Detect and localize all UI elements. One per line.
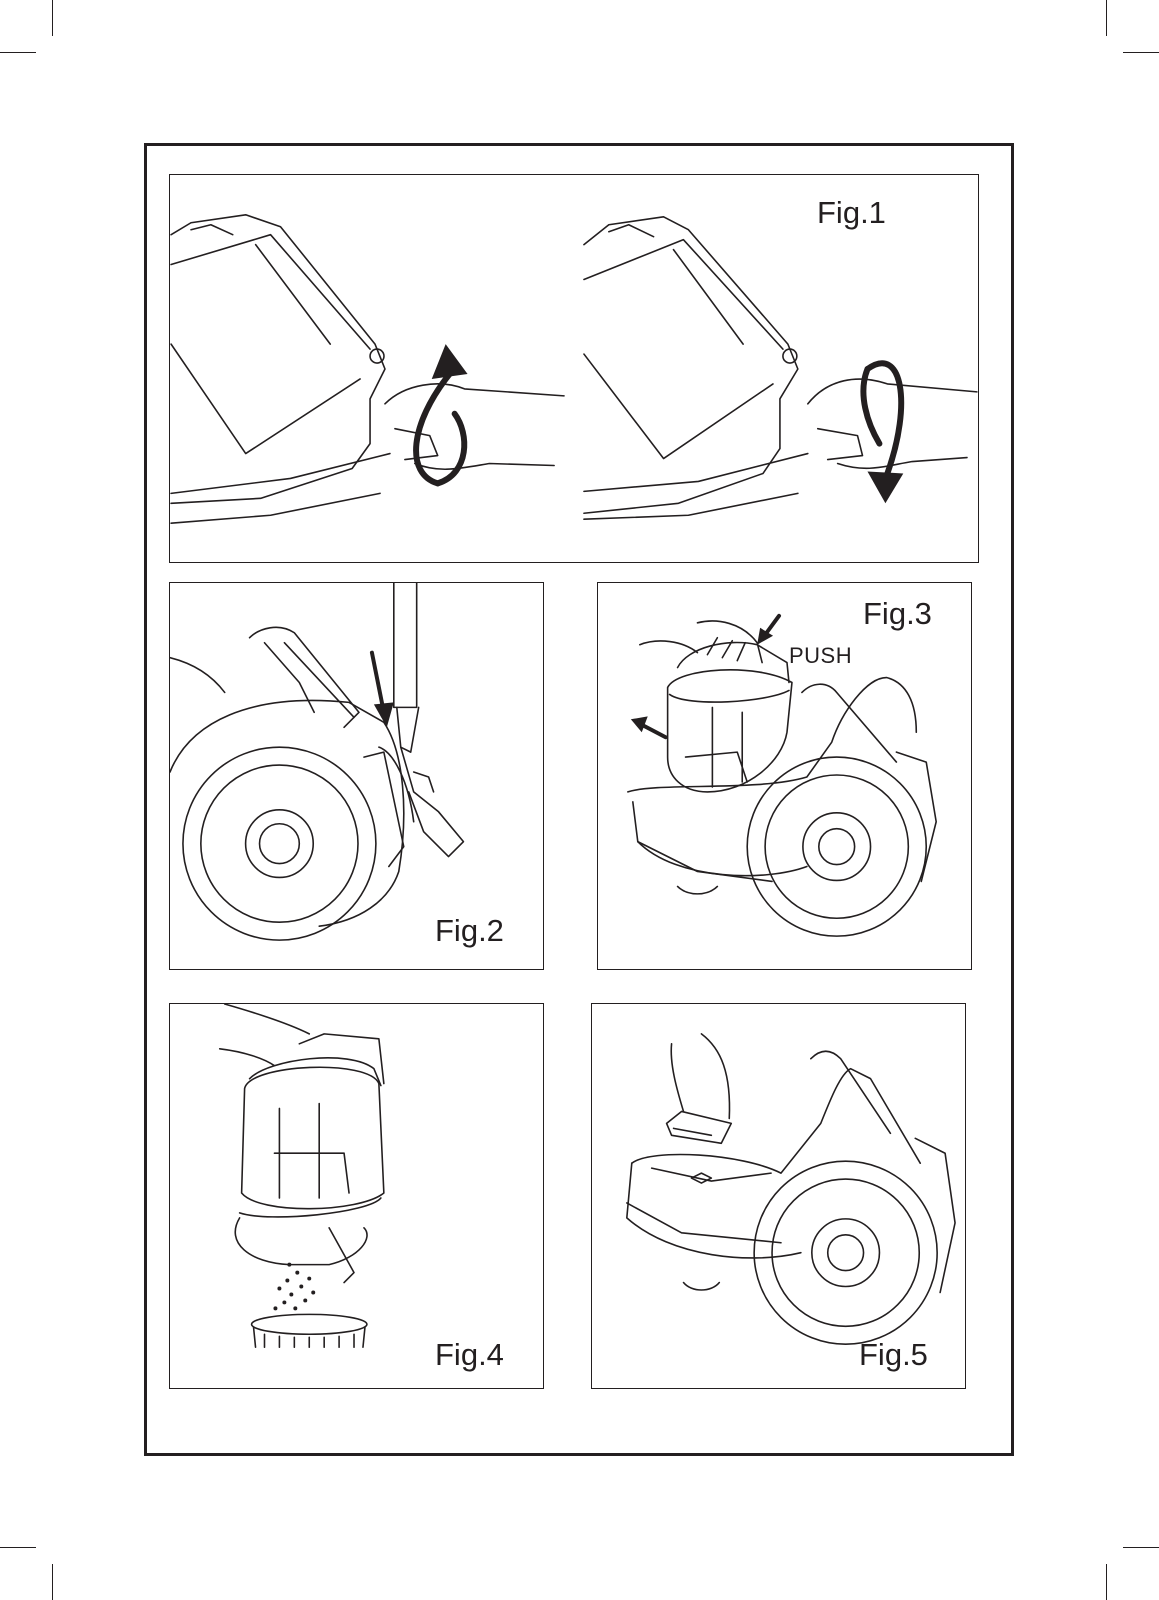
crop-mark xyxy=(1106,0,1107,36)
crop-mark xyxy=(0,1547,36,1548)
figure-5-illustration xyxy=(592,1004,965,1388)
push-callout: PUSH xyxy=(789,645,852,667)
figure-4-panel: Fig.4 xyxy=(169,1003,544,1389)
figure-3-panel: Fig.3 PUSH xyxy=(597,582,972,970)
figure-5-label: Fig.5 xyxy=(859,1339,928,1370)
crop-mark xyxy=(52,1564,53,1600)
figure-2-illustration xyxy=(170,583,543,969)
crop-mark xyxy=(1123,1547,1159,1548)
figure-4-label: Fig.4 xyxy=(435,1339,504,1370)
figure-1-label: Fig.1 xyxy=(817,197,886,228)
crop-mark xyxy=(0,52,36,53)
figure-1-panel: Fig.1 xyxy=(169,174,979,563)
figure-2-label: Fig.2 xyxy=(435,915,504,946)
crop-mark xyxy=(52,0,53,36)
crop-mark xyxy=(1106,1564,1107,1600)
figure-1-illustration xyxy=(170,175,978,562)
figure-3-illustration xyxy=(598,583,971,969)
figure-3-label: Fig.3 xyxy=(863,598,932,629)
figure-5-panel: Fig.5 xyxy=(591,1003,966,1389)
crop-mark xyxy=(1123,52,1159,53)
figure-2-panel: Fig.2 xyxy=(169,582,544,970)
figure-4-illustration xyxy=(170,1004,543,1388)
